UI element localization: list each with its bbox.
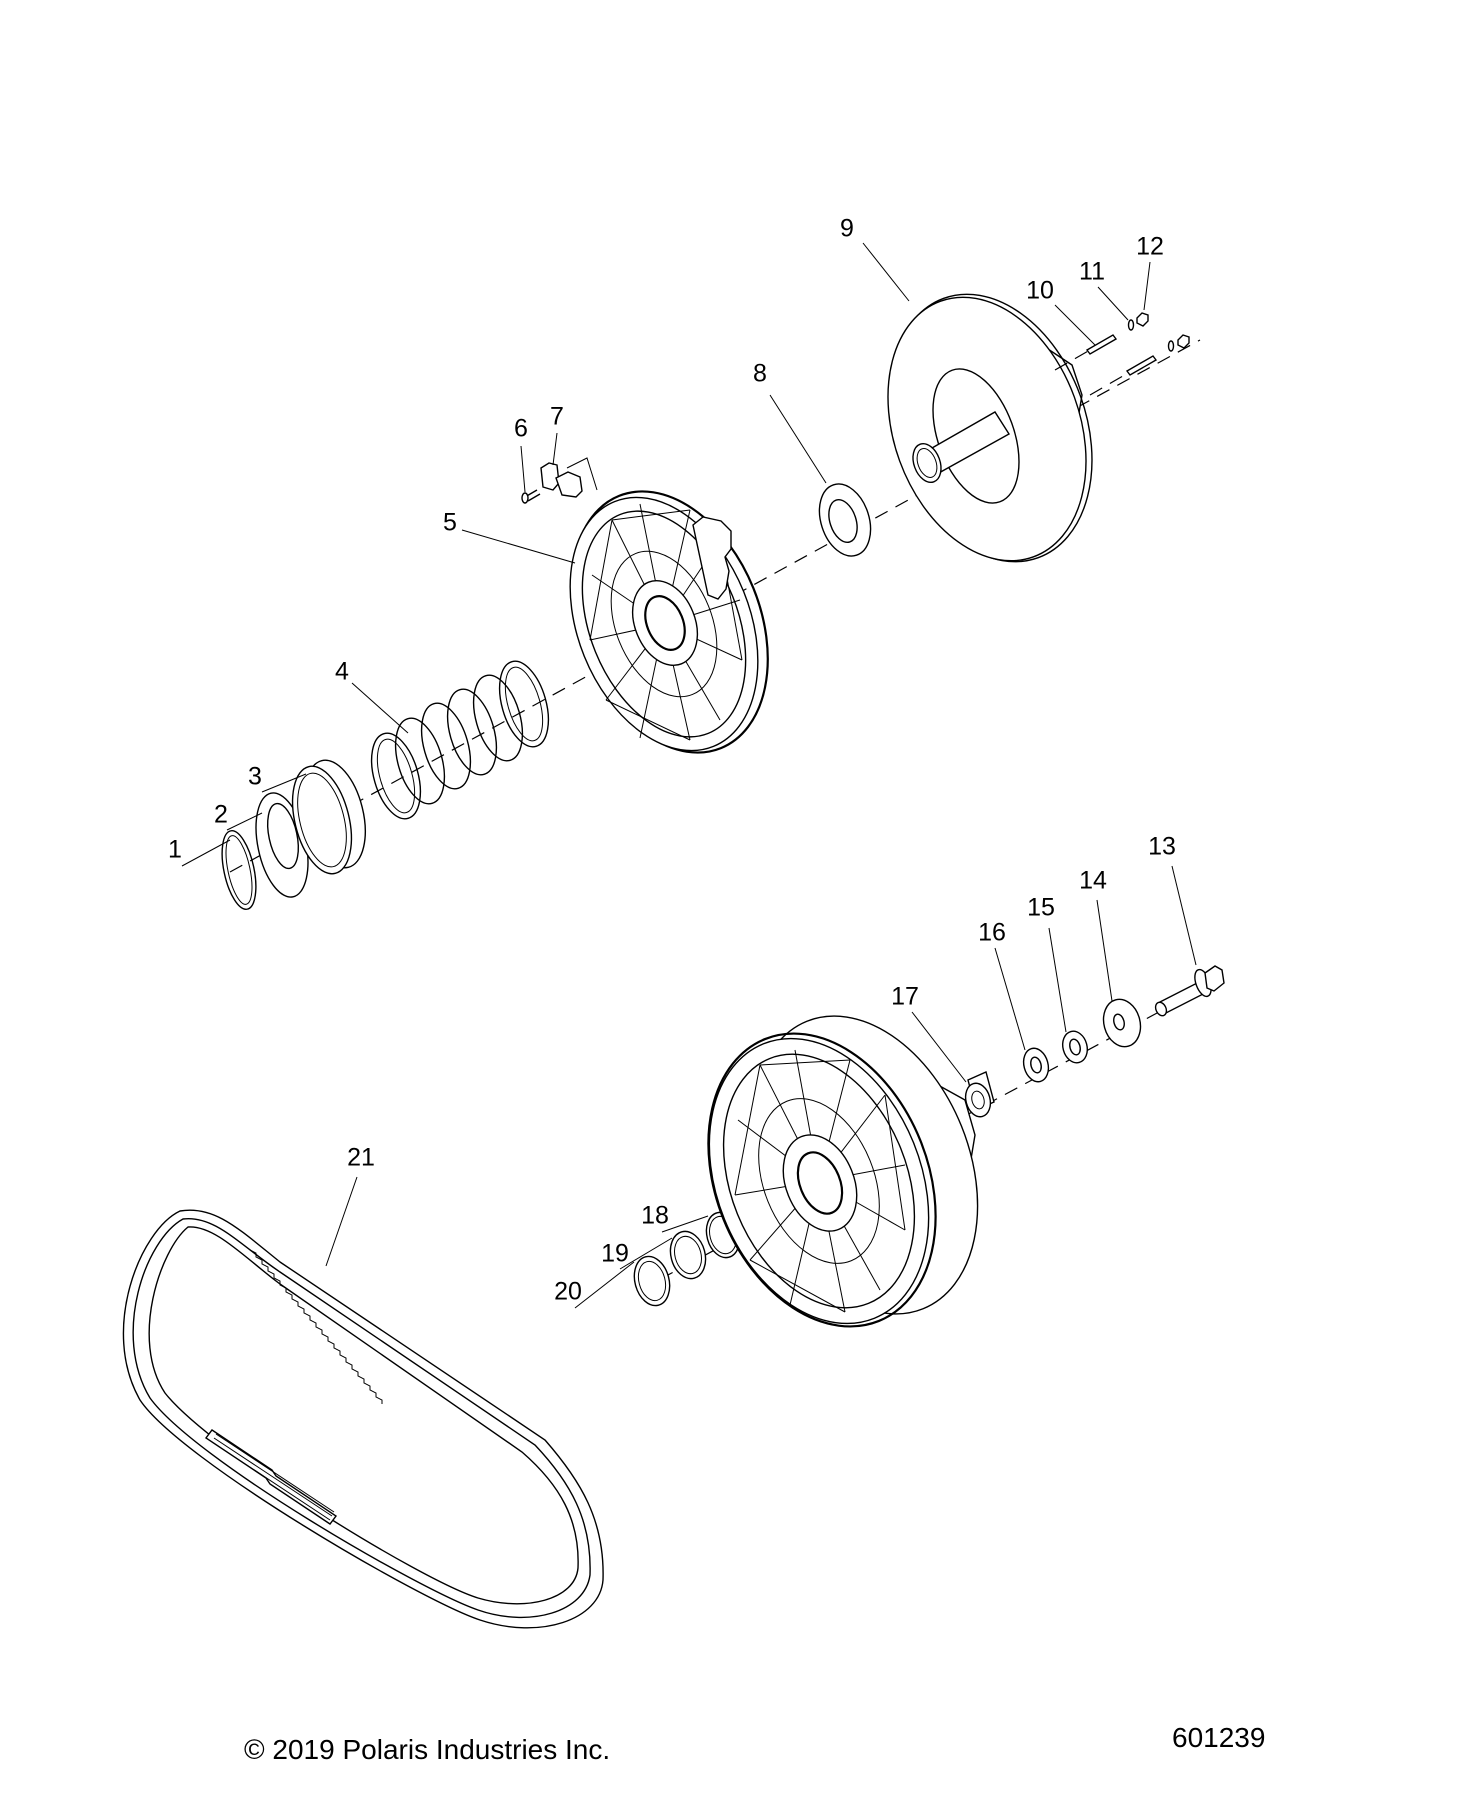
callout-5[interactable]: 5 [443, 509, 457, 537]
leader-18 [661, 1215, 709, 1233]
part-6-screw[interactable] [521, 489, 541, 504]
leader-21 [325, 1176, 358, 1267]
callout-14[interactable]: 14 [1079, 867, 1107, 895]
callout-8[interactable]: 8 [753, 360, 767, 388]
leader-8 [769, 394, 827, 484]
part-21-drive-belt[interactable] [122, 1209, 604, 1629]
part-14-washer[interactable] [1098, 995, 1145, 1051]
leader-16 [994, 947, 1026, 1051]
leader-5 [461, 529, 576, 564]
leader-20 [574, 1261, 635, 1309]
leader-12 [1143, 261, 1151, 311]
diagram-id-number: 601239 [1172, 1722, 1266, 1753]
part-17-bushing[interactable] [962, 1071, 995, 1120]
lower-sheave-assembly[interactable] [667, 982, 1020, 1360]
part-12-nuts[interactable] [1136, 312, 1190, 349]
leader-11 [1097, 286, 1129, 321]
leader-3 [261, 773, 307, 793]
part-7-roller[interactable] [540, 457, 598, 498]
callout-2[interactable]: 2 [214, 801, 228, 829]
callout-17[interactable]: 17 [891, 983, 919, 1011]
leader-1 [181, 839, 231, 867]
leader-13 [1171, 865, 1197, 966]
callout-11[interactable]: 11 [1079, 258, 1105, 286]
belt-bottom-cogs [204, 1429, 338, 1525]
callout-15[interactable]: 15 [1027, 894, 1055, 922]
callout-12[interactable]: 12 [1136, 233, 1164, 261]
part-16-washer[interactable] [1020, 1045, 1052, 1084]
part-19-ring[interactable] [665, 1227, 710, 1282]
part-9-fixed-sheave[interactable] [853, 266, 1127, 590]
callout-7[interactable]: 7 [550, 403, 564, 431]
part-13-bolt[interactable] [1154, 965, 1225, 1017]
copyright-text: © 2019 Polaris Industries Inc. [244, 1734, 611, 1765]
belt-top-cogs [249, 1249, 383, 1404]
callout-16[interactable]: 16 [978, 919, 1006, 947]
leader-4 [351, 682, 409, 734]
leader-2 [226, 812, 263, 831]
part-20-ring[interactable] [629, 1252, 675, 1309]
part-5-moveable-sheave[interactable] [535, 462, 805, 782]
leader-15 [1048, 927, 1067, 1033]
leader-7 [552, 432, 558, 466]
callout-10[interactable]: 10 [1026, 277, 1054, 305]
callout-3[interactable]: 3 [248, 763, 262, 791]
leader-19 [619, 1237, 673, 1270]
callout-18[interactable]: 18 [641, 1202, 669, 1230]
callout-6[interactable]: 6 [514, 415, 528, 443]
callout-13[interactable]: 13 [1148, 833, 1176, 861]
leader-10 [1054, 304, 1096, 346]
leader-17 [911, 1011, 967, 1083]
leader-6 [520, 445, 526, 493]
callout-9[interactable]: 9 [840, 215, 854, 243]
leader-9 [862, 242, 910, 302]
part-10-pins[interactable] [1054, 334, 1158, 396]
callout-1[interactable]: 1 [168, 836, 182, 864]
callout-21[interactable]: 21 [347, 1144, 375, 1172]
part-1-snap-ring[interactable] [216, 828, 262, 912]
callout-4[interactable]: 4 [335, 658, 349, 686]
part-8-washer[interactable] [811, 477, 880, 562]
callout-19[interactable]: 19 [601, 1240, 629, 1268]
leader-14 [1096, 899, 1113, 1002]
part-3-spring-cup[interactable] [282, 754, 375, 880]
callout-20[interactable]: 20 [554, 1278, 582, 1306]
part-4-spring[interactable] [363, 656, 558, 825]
part-15-washer[interactable] [1059, 1028, 1090, 1065]
part-11-washers[interactable] [1127, 319, 1175, 352]
